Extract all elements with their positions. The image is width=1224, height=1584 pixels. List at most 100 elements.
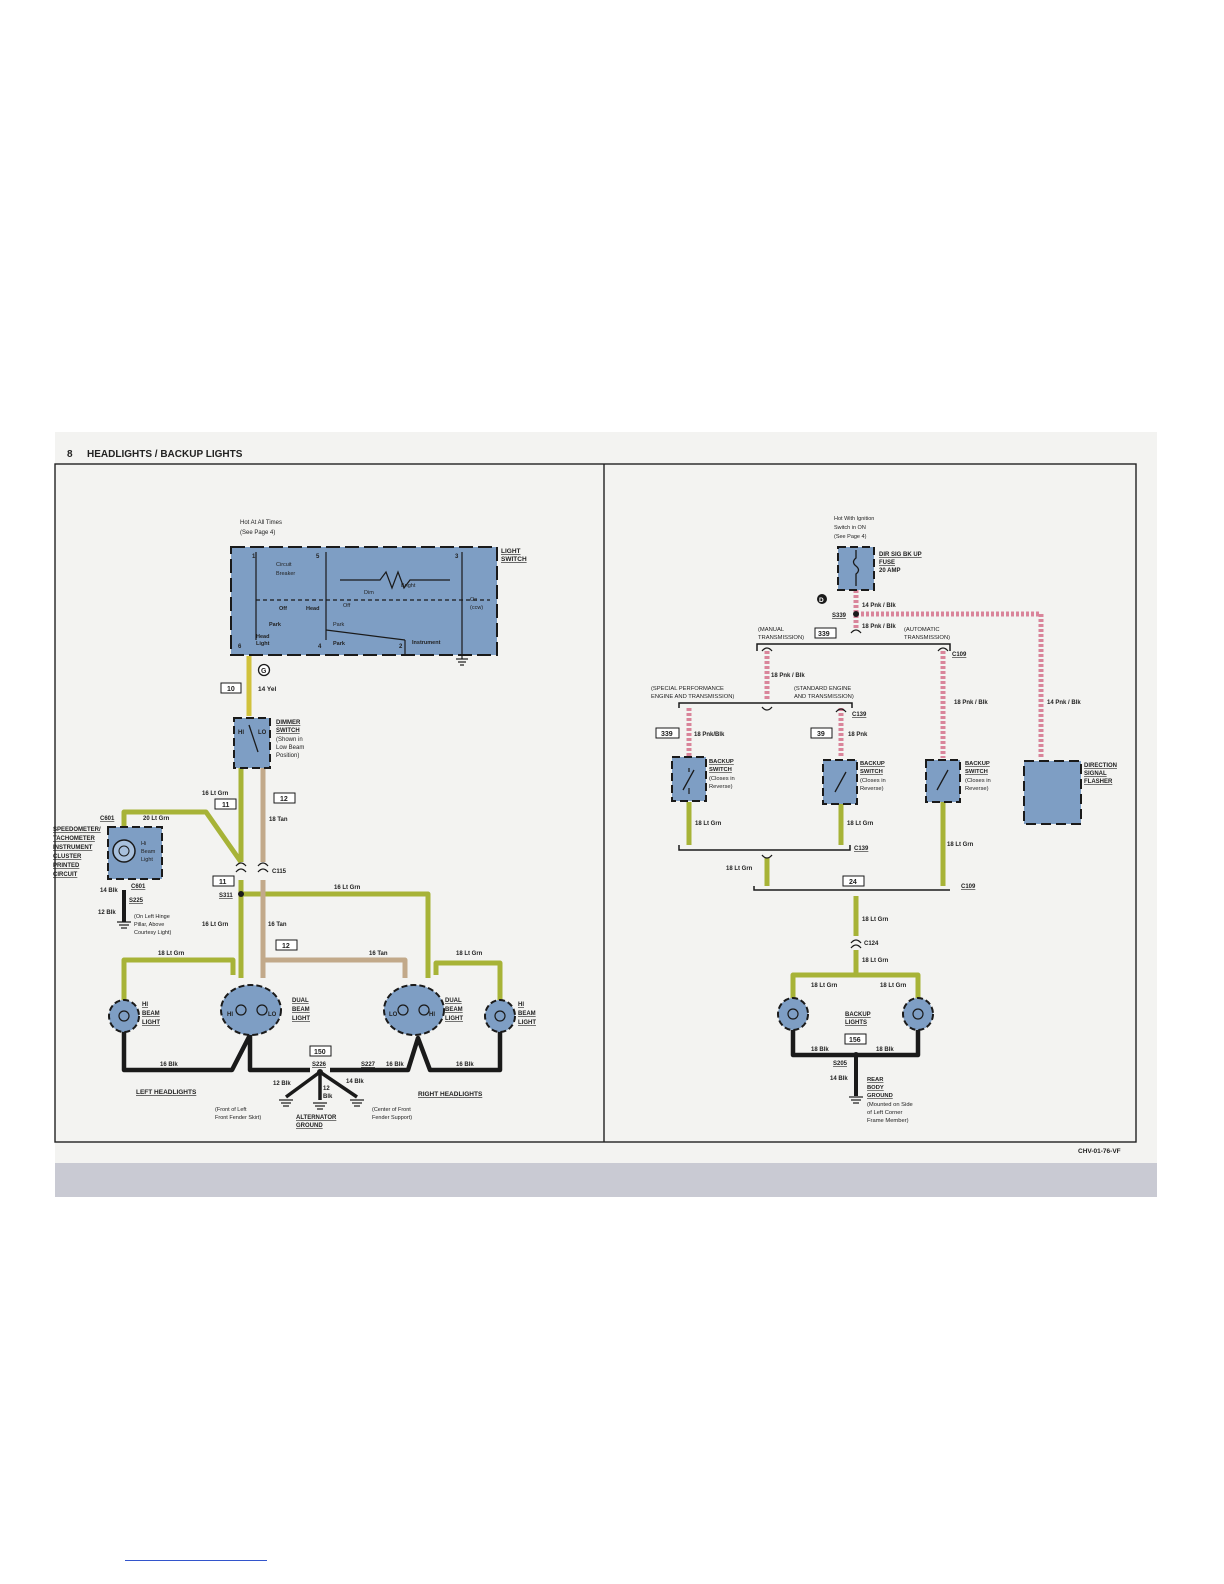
svg-text:HI: HI [238, 730, 244, 736]
hi-beam-light-right-label: HI BEAM LIGHT [518, 1002, 536, 1026]
page-edge-strip [55, 1163, 1157, 1197]
circuit-box-12-upper [273, 792, 296, 804]
wire-16-tan-right [265, 957, 408, 978]
svg-text:CIRCUIT: CIRCUIT [53, 872, 78, 878]
svg-text:HI: HI [429, 1012, 435, 1018]
svg-text:(Closes in: (Closes in [709, 776, 735, 782]
svg-text:39: 39 [817, 731, 825, 738]
backup-light-right [902, 997, 934, 1031]
svg-text:(Front of Left: (Front of Left [215, 1107, 247, 1113]
wire-16-ltgrn-right [241, 891, 431, 978]
svg-text:18 Tan: 18 Tan [269, 817, 288, 823]
circuit-box-150 [309, 1045, 332, 1057]
footer-link-underline[interactable] [125, 1560, 267, 1561]
wire-20-ltgrn [121, 809, 244, 864]
svg-text:Off: Off [343, 603, 351, 609]
svg-text:(Closes in: (Closes in [860, 778, 886, 784]
svg-text:339: 339 [818, 631, 830, 638]
d-mark-icon [817, 594, 827, 604]
svg-text:Switch in ON: Switch in ON [834, 525, 866, 531]
cluster-ground-icon [117, 921, 131, 929]
svg-text:12: 12 [282, 943, 290, 950]
svg-text:DUAL: DUAL [292, 998, 309, 1004]
backup-switch-3-label: BACKUP SWITCH (Closes in Reverse) [965, 761, 991, 792]
svg-text:SWITCH: SWITCH [276, 728, 300, 734]
connector-c115-icon [235, 862, 269, 873]
fuse-element-icon [852, 550, 860, 586]
backup-lights-label: BACKUP [845, 1012, 871, 1018]
backup-switch-2-label: BACKUP SWITCH (Closes in Reverse) [860, 761, 886, 792]
diagram-code: CHV-01-76-VF [1078, 1148, 1121, 1155]
svg-text:Frame Member): Frame Member) [867, 1118, 909, 1124]
connector-c139-lower: C139 [854, 846, 869, 852]
svg-text:Courtesy Light): Courtesy Light) [134, 930, 171, 936]
svg-text:14 Blk: 14 Blk [830, 1076, 848, 1082]
svg-text:FLASHER: FLASHER [1084, 779, 1113, 785]
svg-text:LIGHTS: LIGHTS [845, 1020, 867, 1026]
svg-text:TRANSMISSION): TRANSMISSION) [904, 635, 950, 641]
svg-text:BACKUP: BACKUP [860, 761, 885, 767]
splice-s226: S226 [312, 1062, 327, 1068]
circuit-box-11-lower [212, 875, 235, 887]
svg-text:14 Pnk / Blk: 14 Pnk / Blk [862, 603, 896, 609]
svg-text:PRINTED: PRINTED [53, 863, 80, 869]
svg-text:Bright: Bright [401, 583, 416, 589]
svg-text:(See Page 4): (See Page 4) [240, 530, 275, 536]
ground-strap-left [284, 1070, 322, 1099]
cluster-hi-beam-bulb-icon [112, 839, 136, 863]
connector-c115: C115 [272, 869, 287, 875]
svg-text:16 Blk: 16 Blk [386, 1062, 404, 1068]
svg-text:Park: Park [333, 622, 345, 628]
svg-text:SWITCH: SWITCH [501, 556, 527, 563]
svg-text:LIGHT: LIGHT [292, 1016, 310, 1022]
svg-text:Park: Park [269, 622, 282, 628]
dimmer-contact [248, 724, 259, 753]
splice-s227: S227 [361, 1062, 376, 1068]
svg-text:DIR SIG BK UP: DIR SIG BK UP [879, 552, 922, 558]
alternator-ground-label: ALTERNATOR [296, 1115, 337, 1121]
svg-text:LO: LO [268, 1012, 277, 1018]
svg-text:Hi: Hi [141, 841, 146, 847]
dual-beam-light-left [220, 984, 282, 1036]
wire-18-ltgrn-right [433, 960, 503, 1000]
rear-body-ground-icon [849, 1096, 863, 1104]
svg-text:(MANUAL: (MANUAL [758, 627, 785, 633]
svg-text:18 Lt Grn: 18 Lt Grn [726, 866, 753, 872]
svg-text:HI: HI [518, 1002, 524, 1008]
svg-text:SWITCH: SWITCH [709, 767, 732, 773]
svg-text:24: 24 [849, 879, 857, 886]
svg-text:LO: LO [389, 1012, 398, 1018]
svg-text:18 Lt Grn: 18 Lt Grn [811, 983, 838, 989]
hot-at-all-times: Hot At All Times [240, 520, 282, 526]
svg-text:CLUSTER: CLUSTER [53, 854, 82, 860]
svg-text:of Left Corner: of Left Corner [867, 1110, 903, 1116]
dual-beam-light-left-label: DUAL BEAM LIGHT [292, 998, 310, 1022]
circuit-box-11-upper [214, 798, 237, 810]
svg-text:11: 11 [222, 802, 230, 809]
wire-16-blk-right [330, 1030, 503, 1073]
svg-text:10: 10 [227, 686, 235, 693]
svg-text:Reverse): Reverse) [860, 786, 884, 792]
svg-text:GROUND: GROUND [296, 1123, 323, 1129]
svg-text:(SPECIAL PERFORMANCE: (SPECIAL PERFORMANCE [651, 686, 724, 692]
svg-text:SIGNAL: SIGNAL [1084, 771, 1107, 777]
alternator-ground-icons [279, 1099, 364, 1110]
svg-text:(See Page 4): (See Page 4) [834, 534, 867, 540]
svg-text:Low Beam: Low Beam [276, 745, 304, 751]
svg-text:Pillar, Above: Pillar, Above [134, 922, 164, 928]
svg-text:16 Blk: 16 Blk [456, 1062, 474, 1068]
svg-text:(Mounted on Side: (Mounted on Side [867, 1102, 913, 1108]
svg-text:339: 339 [661, 731, 673, 738]
svg-text:HI: HI [227, 1012, 233, 1018]
direction-signal-flasher [1023, 760, 1082, 825]
wire-18-ltgrn-backup-left [790, 950, 859, 998]
connector-icons-right [761, 629, 949, 949]
svg-text:DUAL: DUAL [445, 998, 462, 1004]
cluster-ground-note: (On Left Hinge Pillar, Above Courtesy Li… [134, 914, 171, 936]
light-switch-labels: Circuit Breaker Bright Dim Off Park Head… [256, 562, 483, 647]
splice-s339: S339 [832, 613, 847, 619]
svg-text:BACKUP: BACKUP [965, 761, 990, 767]
svg-text:(Shown in: (Shown in [276, 737, 303, 743]
svg-text:LIGHT: LIGHT [445, 1016, 463, 1022]
